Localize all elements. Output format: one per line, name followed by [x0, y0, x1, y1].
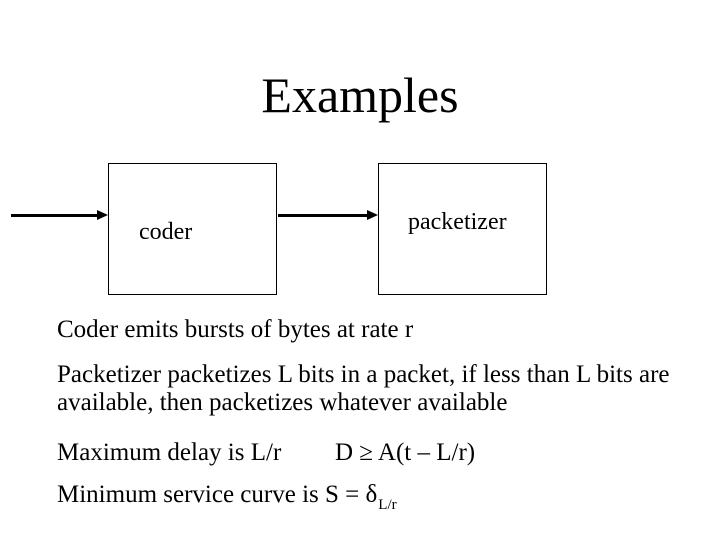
text-packetizer-line-2: available, then packetizes whatever avai…	[57, 389, 508, 416]
maximum-delay-text: Maximum delay is L/r	[57, 439, 282, 466]
packetizer-box: packetizer	[378, 163, 547, 295]
packetizer-label: packetizer	[408, 209, 507, 235]
input-arrow-line	[11, 214, 98, 217]
delta-subscript: L/r	[378, 497, 397, 513]
text-minimum-service-curve: Minimum service curve is S = δL/r	[57, 481, 397, 513]
text-coder-emits: Coder emits bursts of bytes at rate r	[57, 316, 414, 343]
text-maximum-delay: Maximum delay is L/r D ≥ A(t – L/r)	[57, 439, 475, 467]
coder-box: coder	[108, 163, 277, 295]
coder-label: coder	[139, 219, 193, 245]
text-packetizer-line-1: Packetizer packetizes L bits in a packet…	[57, 361, 670, 388]
input-arrow-head-icon	[97, 210, 108, 220]
coder-to-packetizer-arrow-line	[278, 214, 368, 217]
delay-formula: D ≥ A(t – L/r)	[335, 439, 476, 466]
slide-title: Examples	[261, 67, 459, 123]
text-packetizer-packetizes: Packetizer packetizes L bits in a packet…	[57, 361, 670, 417]
coder-to-packetizer-arrow-head-icon	[367, 210, 378, 220]
min-service-curve-text: Minimum service curve is S = δ	[57, 481, 378, 508]
